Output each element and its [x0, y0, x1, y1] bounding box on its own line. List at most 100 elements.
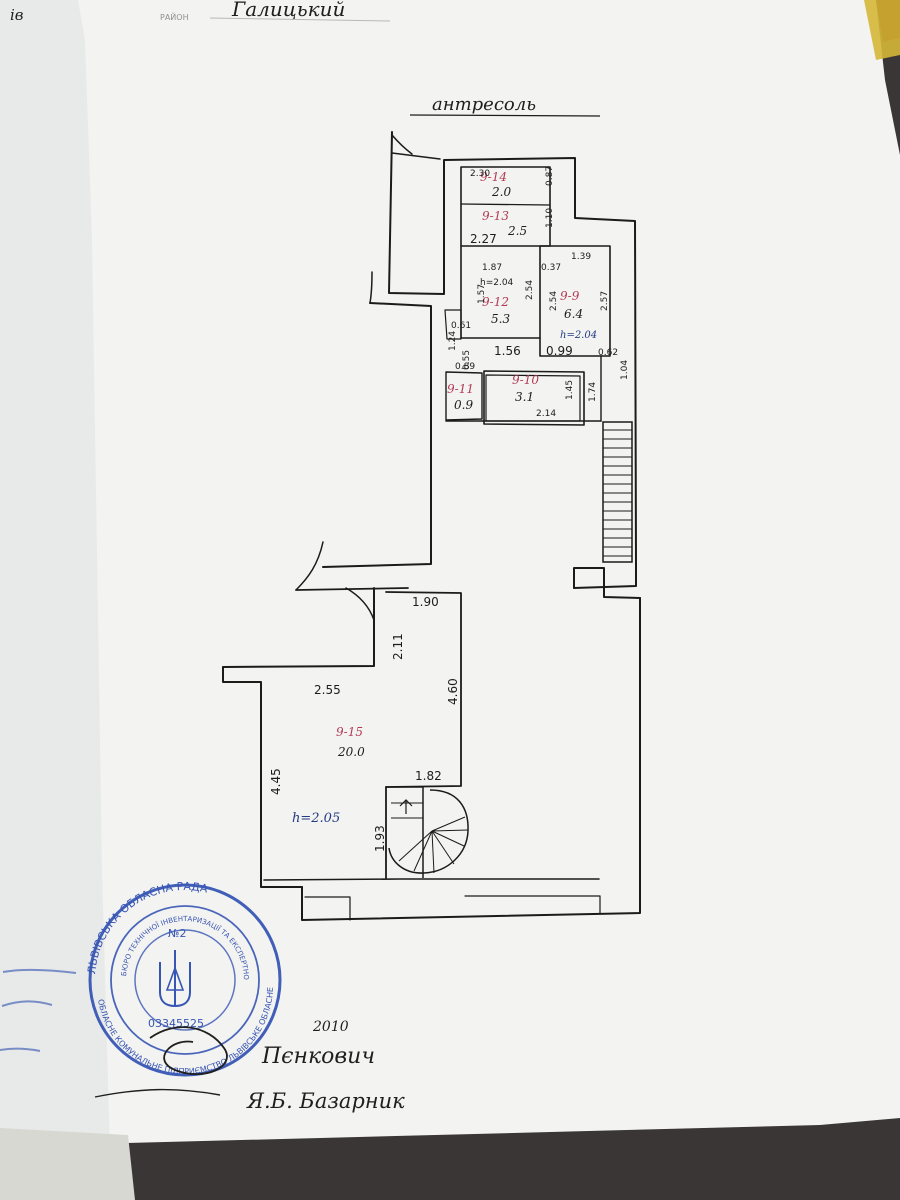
dimension-0-62: 0.62: [598, 348, 618, 358]
top-door-arc: [391, 134, 413, 155]
spiral-stair-curve: [388, 789, 469, 874]
dimension-4-45: 4.45: [269, 768, 283, 795]
left-underlying-sheet: [0, 0, 110, 1152]
right-niche: [573, 567, 641, 599]
dimension-1-10: 1.10: [545, 208, 555, 228]
dimension-0-87: 0.87: [545, 166, 555, 186]
dimension-0-61: 0.61: [451, 321, 471, 331]
room-15-area: 20.0: [337, 745, 365, 759]
bottom-outline: [301, 597, 641, 921]
height-2-04-left: h=2.04: [480, 278, 514, 288]
dimension-2-54-b: 2.54: [549, 291, 559, 311]
header: ів РАЙОН Галицький антресоль: [10, 0, 601, 117]
room-14-area: 2.0: [491, 185, 511, 199]
door-threshold: [295, 587, 409, 591]
lower-door-arc: [345, 587, 375, 621]
dimension-2-14: 2.14: [536, 409, 556, 419]
stamp-inner-ring: [134, 929, 236, 1031]
dimension-0-89: 0.89: [455, 362, 475, 372]
stamp-number: №2: [168, 927, 186, 940]
height-2-04-right: h=2.04: [560, 330, 597, 341]
dimension-1-56: 1.56: [494, 344, 521, 358]
form-label: РАЙОН: [160, 11, 189, 22]
plan-title: антресоль: [432, 94, 536, 115]
room-9-number: 9-9: [560, 289, 580, 303]
dimension-2-27: 2.27: [470, 232, 497, 246]
header-underline: [209, 17, 391, 22]
signature-first: Пєнкович: [261, 1044, 375, 1069]
room-11-area: 0.9: [454, 398, 473, 412]
yellow-folder-shadow: [876, 0, 900, 42]
dimension-1-39: 1.39: [571, 252, 591, 262]
plan-walls: [222, 131, 641, 921]
room-12-area: 5.3: [491, 312, 510, 326]
dimensions: 2.30 0.87 1.10 2.27 1.87 h=2.04 1.57 2.5…: [269, 166, 630, 852]
room-10-area: 3.1: [515, 390, 534, 404]
dimension-1-24: 1.24: [448, 331, 458, 351]
outer-wall-top: [388, 131, 637, 566]
stamp-outer-ring: [88, 883, 282, 1077]
room-13-number: 9-13: [482, 209, 509, 223]
room-11-outline: [445, 371, 483, 421]
dimension-2-30: 2.30: [470, 169, 490, 179]
left-fragment-text: ів: [10, 6, 24, 24]
dimension-1-87: 1.87: [482, 263, 502, 273]
stamp-middle-ring: [110, 905, 260, 1055]
dimension-2-54-a: 2.54: [525, 280, 535, 300]
signature-scribble-bottom: [94, 1088, 221, 1098]
right-stair-steps: [603, 429, 632, 557]
left-outline: [222, 666, 303, 888]
mid-left-wall: [322, 302, 432, 568]
small-closet-left: [444, 309, 462, 340]
room-13-area: 2.5: [507, 224, 527, 238]
right-wall-connection: [573, 564, 637, 589]
room-9-area: 6.4: [564, 307, 583, 321]
signature-scribble-top: [149, 1026, 228, 1075]
outer-wall-cap: [391, 152, 441, 160]
signature-second: Я.Б. Базарник: [246, 1089, 405, 1113]
signature-year: 2010: [312, 1019, 349, 1035]
room-11-number: 9-11: [447, 382, 474, 396]
dimension-0-37: 0.37: [541, 263, 561, 273]
room-14-number: 9-14: [480, 170, 507, 184]
room-10-number: 9-10: [512, 373, 539, 387]
spiral-stair-steps: [398, 816, 469, 874]
dimension-0-55: 0.55: [462, 350, 472, 370]
left-lower-wall: [222, 587, 375, 668]
dimension-1-45: 1.45: [565, 380, 575, 400]
dimension-1-90: 1.90: [412, 595, 439, 609]
dimension-1-04: 1.04: [620, 360, 630, 380]
stairs: [386, 421, 633, 878]
trident-icon-center: [165, 965, 185, 991]
room-15-number: 9-15: [336, 725, 363, 739]
mid-door-arc: [295, 541, 324, 591]
district-name: Галицький: [231, 0, 345, 21]
dimension-1-74: 1.74: [588, 382, 598, 402]
trident-icon: [159, 950, 191, 1008]
room-10-outline: [483, 370, 585, 426]
spiral-stair-frame: [386, 786, 424, 878]
height-2-05: h=2.05: [292, 811, 340, 826]
dimension-2-55: 2.55: [314, 683, 341, 697]
plan-title-underline: [409, 114, 601, 117]
bottom-left-paper-edge: [0, 1128, 135, 1200]
dimension-2-57: 2.57: [600, 291, 610, 311]
left-blue-marks: [0, 968, 77, 1052]
dimension-2-11: 2.11: [391, 633, 405, 660]
stair-direction-arrow: [399, 799, 413, 814]
dimension-4-60: 4.60: [446, 678, 460, 705]
right-stair-outline: [602, 421, 633, 563]
room-9-outline: [539, 245, 611, 357]
bottom-left-window: [304, 896, 351, 921]
left-door-arc: [369, 271, 373, 304]
room-14-divider: [460, 203, 551, 206]
bottom-right-window: [464, 895, 601, 914]
main-sheet: [0, 0, 900, 1145]
dimension-1-82: 1.82: [415, 769, 442, 783]
room-labels: 9-14 2.0 9-13 2.5 9-12 5.3 9-9 6.4 9-10 …: [336, 170, 583, 759]
signatures: 2010 Пєнкович Я.Б. Базарник: [0, 968, 405, 1113]
bottom-inner-wall: [263, 878, 600, 881]
spiral-stair-straight-steps: [391, 802, 423, 819]
room-12-number: 9-12: [482, 295, 509, 309]
